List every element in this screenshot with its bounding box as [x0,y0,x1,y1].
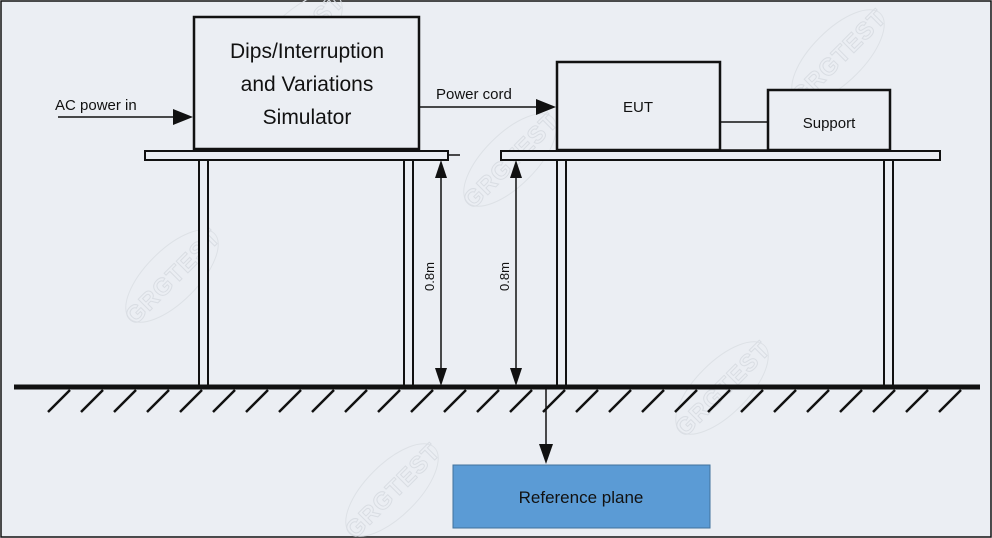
simulator-label-line1: Dips/Interruption [230,40,384,63]
left-table-top [144,150,449,161]
eut-box: EUT [555,60,722,152]
height-dimension-left [435,160,447,386]
ac-power-in-label: AC power in [55,97,137,114]
ground-hatching [47,389,962,413]
simulator-label-line2: and Variations [241,73,374,96]
height-label-right: 0.8m [497,262,512,291]
simulator-box: Dips/Interruption and Variations Simulat… [192,15,421,151]
right-table-top [500,150,941,161]
simulator-label-line3: Simulator [263,106,352,129]
reference-plane-label: Reference plane [519,488,644,507]
eut-label: EUT [623,99,653,116]
support-label: Support [803,115,856,132]
right-table-leg [556,159,567,387]
left-table-leg [198,159,209,387]
right-table [500,150,941,387]
ac-power-in-arrow [58,109,193,125]
reference-plane-arrow [539,387,553,464]
height-dimension-right [510,160,522,386]
power-cord-label: Power cord [436,86,512,103]
right-table-leg [883,159,894,387]
support-box: Support [766,88,892,152]
power-cord-arrow [420,99,556,115]
reference-plane-box: Reference plane [452,464,711,529]
height-label-left: 0.8m [422,262,437,291]
left-table [144,150,460,387]
left-table-leg [403,159,414,387]
ground-plane [14,384,980,413]
